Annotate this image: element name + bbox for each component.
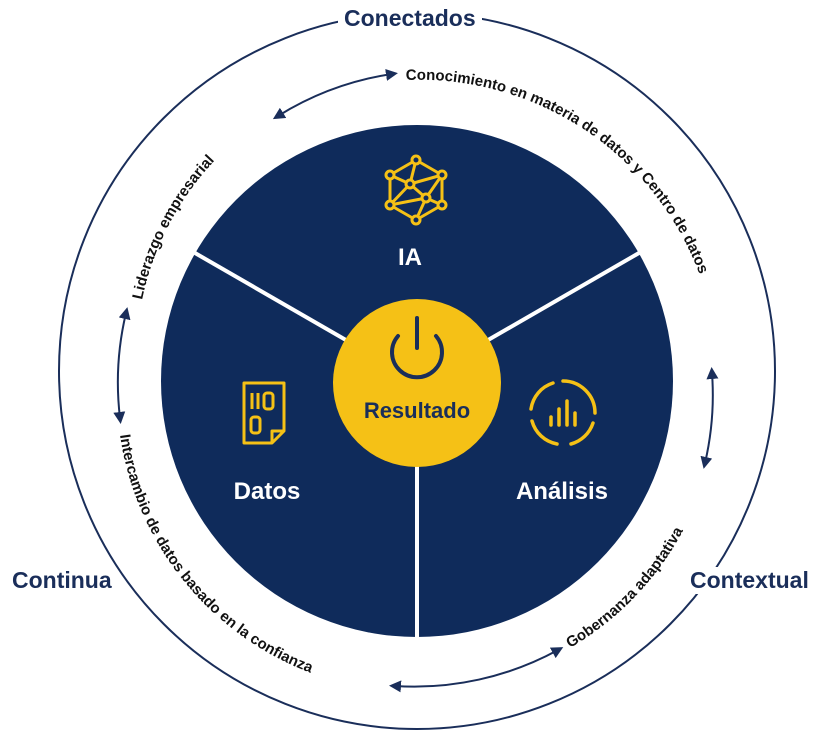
arrow-right [700, 367, 719, 469]
center-label: Resultado [364, 398, 470, 423]
arrow-bottom [389, 647, 564, 693]
segment-label-ia: IA [398, 244, 422, 271]
binary-document-icon [242, 381, 286, 445]
segment-label-analisis: Análisis [516, 478, 608, 505]
analytics-chart-icon [529, 379, 597, 446]
outer-label-continua: Continua [8, 567, 116, 594]
arrow-left [113, 307, 131, 424]
neural-network-icon [384, 154, 448, 226]
segment-label-datos: Datos [234, 478, 301, 505]
outer-label-conectados: Conectados [338, 5, 482, 32]
arrow-top [272, 68, 398, 120]
outer-label-contextual: Contextual [686, 567, 813, 594]
center-circle [333, 299, 501, 467]
power-icon [390, 316, 444, 380]
